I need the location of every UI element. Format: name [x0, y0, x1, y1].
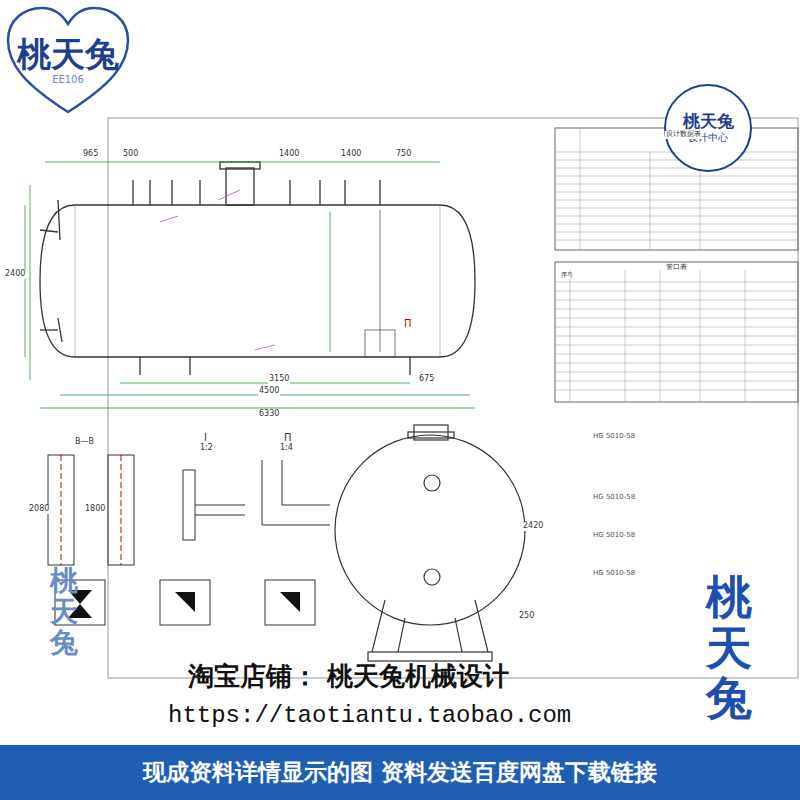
shop-name: 淘宝店铺： 桃天兔机械设计: [188, 662, 509, 691]
table-rule: [555, 345, 798, 346]
table-rule: [555, 300, 798, 301]
dimension: 500: [122, 150, 139, 159]
table-rule: [555, 168, 798, 169]
standard-note: HG 5010-58: [592, 532, 636, 540]
table-rule: [555, 240, 798, 241]
table-rule: [555, 216, 798, 217]
node-title: 现成资料详情显示的图 资料发送百度网盘下载链接: [143, 759, 657, 785]
table-rule: [555, 327, 798, 328]
table-rule: [555, 336, 798, 337]
dimension: 2420: [522, 522, 544, 531]
dimension: 965: [82, 150, 99, 159]
table-rule: [555, 192, 798, 193]
table-rule: [555, 282, 798, 283]
table-rule: [555, 208, 798, 209]
table-rule: [555, 381, 798, 382]
dimension-lines: [25, 162, 475, 408]
table-rule: [555, 176, 798, 177]
table-rule: [650, 152, 651, 250]
detail-scale: 1:4: [279, 444, 294, 453]
dimension: 3150: [268, 375, 290, 384]
table-rule: [555, 224, 798, 225]
standard-note: HG 5010-58: [592, 433, 636, 441]
table-rule: [555, 318, 798, 319]
logo-badge: 桃天兔EE106: [4, 4, 132, 116]
detail-scale: 1:2: [199, 444, 214, 453]
standard-note: HG 5010-58: [592, 494, 636, 502]
detail-title: Π: [283, 432, 293, 443]
dimension: 2080: [28, 505, 50, 514]
download-banner: 现成资料详情显示的图 资料发送百度网盘下载链接: [0, 745, 800, 800]
table-header: 序号: [560, 272, 574, 279]
table-rule: [555, 291, 798, 292]
node-subtitle: EE106: [52, 74, 84, 86]
banner-ground: [0, 745, 800, 800]
watermark: 桃天兔: [50, 566, 78, 658]
detail-views: [48, 455, 330, 625]
table-rule: [660, 270, 661, 402]
node-title: 桃天兔: [683, 112, 734, 132]
dimension: 750: [395, 150, 412, 159]
table-rule: [700, 270, 701, 402]
table-rule: [555, 232, 798, 233]
standard-note: HG 5010-58: [592, 570, 636, 578]
table-title: 设计数据表: [665, 131, 702, 139]
table-rule: [555, 354, 798, 355]
table-rule: [625, 270, 626, 402]
table-rule: [580, 128, 581, 250]
vessel-side-view: [335, 425, 525, 661]
section-title: B—B: [74, 438, 95, 447]
table-title: 管口表: [665, 264, 688, 272]
dimension: 1400: [340, 150, 362, 159]
detail-title: I: [203, 432, 208, 443]
dimension: 4500: [258, 387, 280, 396]
table-rule: [745, 270, 746, 402]
vessel-front-view: [40, 162, 475, 375]
dimension: 1800: [84, 505, 106, 514]
dimension: 1400: [278, 150, 300, 159]
table-rule: [555, 309, 798, 310]
logo-seal: 桃天兔设计中心: [664, 84, 752, 172]
watermark: 桃天兔: [706, 572, 752, 724]
table-rule: [570, 270, 571, 402]
shop-url: https://taotiantu.taobao.com: [168, 703, 571, 729]
dimension: 675: [418, 375, 435, 384]
table-rule: [555, 184, 798, 185]
frame: [108, 118, 798, 678]
leader-lines: [160, 190, 275, 350]
table-rule: [555, 372, 798, 373]
detail-mark: Π: [403, 318, 413, 329]
table-rule: [555, 363, 798, 364]
table-rule: [555, 390, 798, 391]
dimension: 6330: [258, 410, 280, 419]
node-title: 桃天兔: [17, 35, 119, 74]
table-rule: [555, 200, 798, 201]
dimension: 2400: [4, 270, 26, 279]
dimension: 250: [518, 612, 535, 621]
weld-symbols: [68, 590, 300, 618]
